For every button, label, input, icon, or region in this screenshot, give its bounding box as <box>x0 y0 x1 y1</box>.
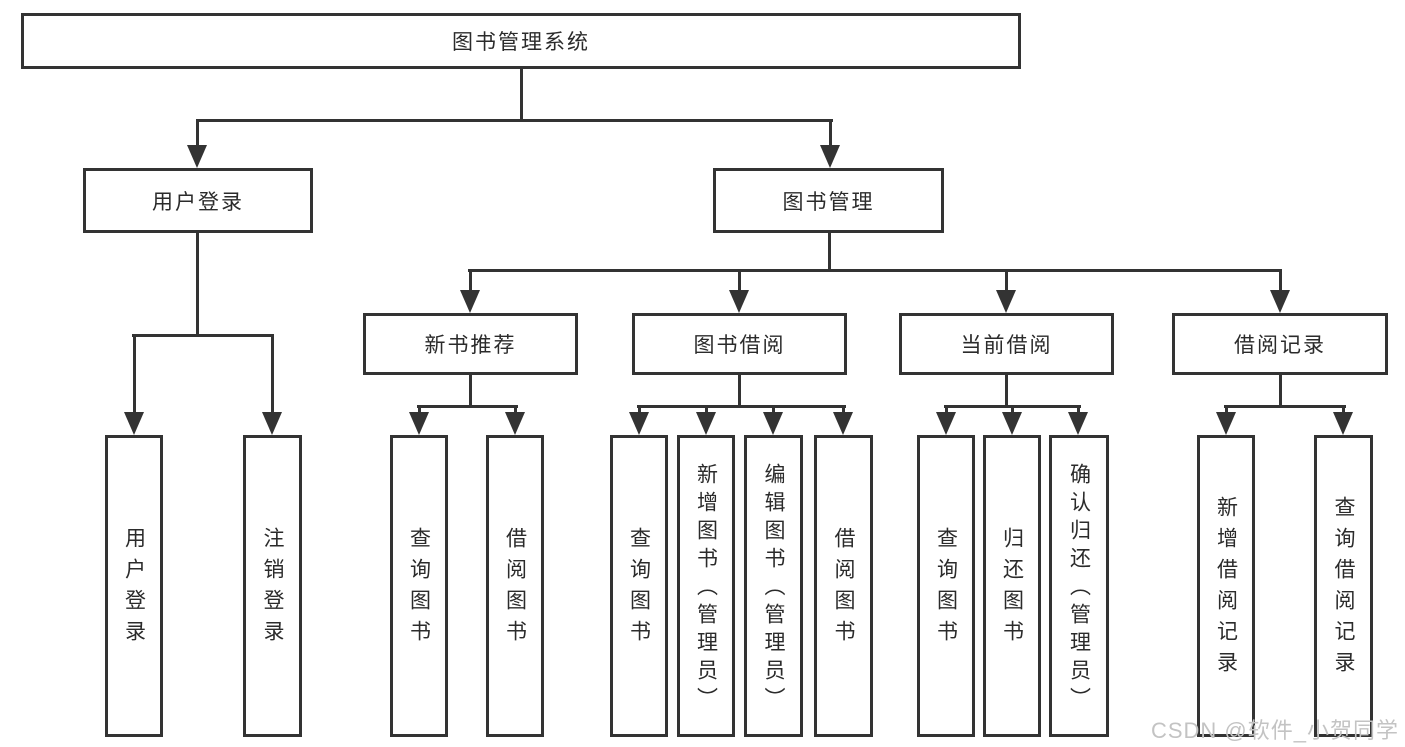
connector-line-vertical <box>1011 405 1014 414</box>
leaf-return-books: 归还图书 <box>983 435 1041 737</box>
connector-line-vertical <box>196 233 199 337</box>
arrowhead-down-icon <box>696 412 716 435</box>
connector-line-vertical <box>469 269 472 292</box>
connector-line-vertical <box>514 405 517 414</box>
leaf-query-books-3: 查询图书 <box>917 435 975 737</box>
leaf-user-login: 用户登录 <box>105 435 163 737</box>
connector-line-horizontal <box>468 269 1282 272</box>
arrowhead-down-icon <box>1270 290 1290 313</box>
arrowhead-down-icon <box>996 290 1016 313</box>
leaf-logout: 注销登录 <box>243 435 302 737</box>
node-current-borrowing: 当前借阅 <box>899 313 1114 375</box>
arrowhead-down-icon <box>936 412 956 435</box>
leaf-confirm-return-admin: 确认归还（管理员） <box>1049 435 1109 737</box>
leaf-add-books-admin: 新增图书（管理员） <box>677 435 735 737</box>
arrowhead-down-icon <box>1333 412 1353 435</box>
arrowhead-down-icon <box>833 412 853 435</box>
connector-line-vertical <box>1005 375 1008 408</box>
arrowhead-down-icon <box>124 412 144 435</box>
node-borrowing-records: 借阅记录 <box>1172 313 1388 375</box>
arrowhead-down-icon <box>460 290 480 313</box>
arrowhead-down-icon <box>1002 412 1022 435</box>
connector-line-horizontal <box>637 405 846 408</box>
node-user-login: 用户登录 <box>83 168 313 233</box>
connector-line-vertical <box>945 405 948 414</box>
node-library-management-system: 图书管理系统 <box>21 13 1021 69</box>
connector-line-horizontal <box>1224 405 1346 408</box>
arrowhead-down-icon <box>1068 412 1088 435</box>
connector-line-vertical <box>271 334 274 414</box>
arrowhead-down-icon <box>505 412 525 435</box>
arrowhead-down-icon <box>820 145 840 168</box>
connector-line-vertical <box>1279 269 1282 292</box>
connector-line-vertical <box>738 375 741 408</box>
arrowhead-down-icon <box>1216 412 1236 435</box>
connector-line-vertical <box>828 233 831 272</box>
connector-line-vertical <box>1225 405 1228 414</box>
arrowhead-down-icon <box>729 290 749 313</box>
connector-line-vertical <box>705 405 708 414</box>
node-new-book-recommendation: 新书推荐 <box>363 313 578 375</box>
connector-line-vertical <box>842 405 845 414</box>
csdn-watermark: CSDN @软件_小贺同学 <box>1150 718 1399 743</box>
arrowhead-down-icon <box>763 412 783 435</box>
connector-line-vertical <box>418 405 421 414</box>
connector-line-vertical <box>1077 405 1080 414</box>
leaf-query-borrow-record: 查询借阅记录 <box>1314 435 1373 737</box>
connector-line-vertical <box>469 375 472 408</box>
leaf-query-books-2: 查询图书 <box>610 435 668 737</box>
leaf-borrow-books-2: 借阅图书 <box>814 435 873 737</box>
node-book-borrowing: 图书借阅 <box>632 313 847 375</box>
leaf-borrow-books-1: 借阅图书 <box>486 435 544 737</box>
leaf-edit-books-admin: 编辑图书（管理员） <box>744 435 803 737</box>
leaf-add-borrow-record: 新增借阅记录 <box>1197 435 1255 737</box>
connector-line-vertical <box>1342 405 1345 414</box>
leaf-query-books-1: 查询图书 <box>390 435 448 737</box>
connector-line-horizontal <box>132 334 274 337</box>
connector-line-vertical <box>638 405 641 414</box>
arrowhead-down-icon <box>187 145 207 168</box>
node-book-management: 图书管理 <box>713 168 944 233</box>
connector-line-vertical <box>738 269 741 292</box>
connector-line-horizontal <box>196 119 833 122</box>
connector-line-vertical <box>196 119 199 149</box>
arrowhead-down-icon <box>409 412 429 435</box>
connector-line-vertical <box>772 405 775 414</box>
connector-line-vertical <box>829 119 832 149</box>
connector-line-vertical <box>133 334 136 414</box>
connector-line-vertical <box>1005 269 1008 292</box>
connector-line-horizontal <box>417 405 518 408</box>
arrowhead-down-icon <box>262 412 282 435</box>
arrowhead-down-icon <box>629 412 649 435</box>
connector-line-vertical <box>1279 375 1282 408</box>
connector-line-vertical <box>520 69 523 122</box>
